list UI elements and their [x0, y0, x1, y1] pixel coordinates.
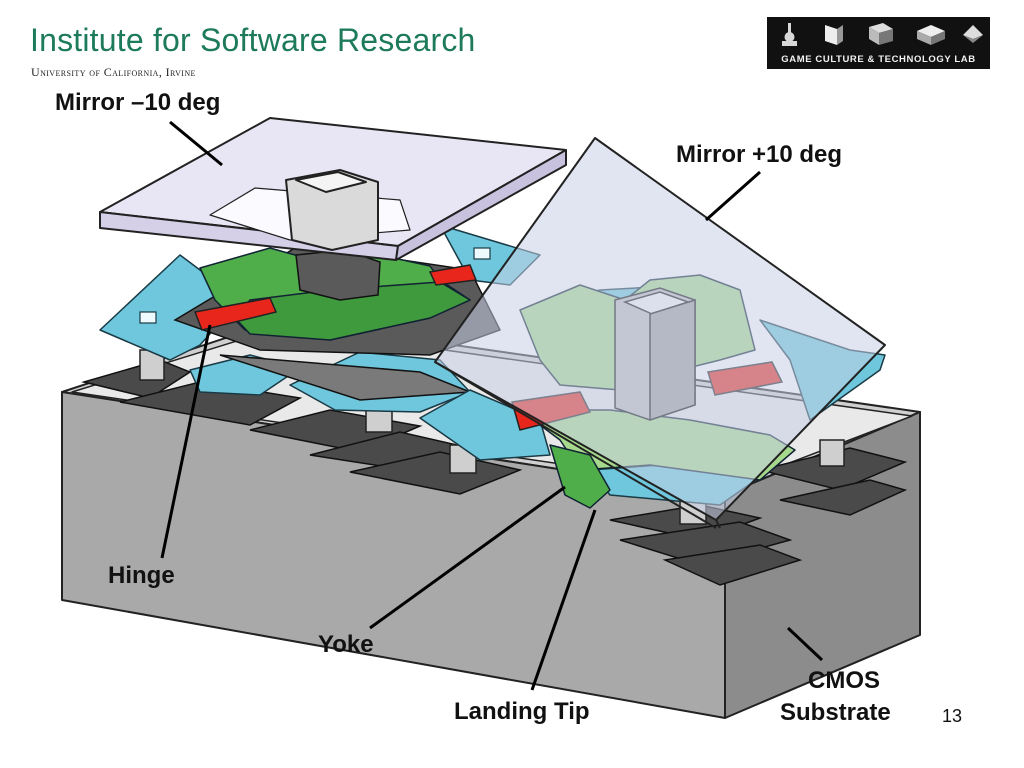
label-landing-tip: Landing Tip: [454, 698, 590, 725]
lab-logo-text: GAME CULTURE & TECHNOLOGY LAB: [781, 54, 976, 65]
hinge-leader: [160, 324, 212, 559]
striped-cube-icon: [869, 23, 893, 45]
landing-tip-leader: [530, 509, 597, 691]
mirror-plus-leader: [705, 170, 761, 222]
label-cmos: CMOS: [808, 667, 880, 694]
label-mirror-minus-10: Mirror –10 deg: [55, 89, 221, 116]
mirror-minus-10: [99, 117, 567, 261]
mirror-plus-10: [434, 137, 886, 529]
page-subtitle: University of California, Irvine: [31, 65, 196, 79]
label-mirror-plus-10: Mirror +10 deg: [676, 141, 843, 168]
mirror-minus-leader: [169, 120, 223, 167]
flat-cube-icon: [917, 25, 945, 45]
leader-lines: [160, 120, 824, 691]
label-yoke: Yoke: [318, 631, 374, 658]
page-number: 13: [942, 706, 963, 726]
lab-logo-icons: [782, 23, 983, 46]
yoke-leader: [369, 485, 566, 630]
left-hinges: [193, 264, 478, 331]
label-hinge: Hinge: [108, 562, 175, 589]
page-title: Institute for Software Research: [30, 22, 476, 58]
pawn-icon: [782, 23, 797, 46]
cmos-leader: [786, 626, 824, 662]
pyramid-icon: [963, 25, 983, 43]
lab-logo: GAME CULTURE & TECHNOLOGY LAB: [767, 17, 990, 69]
label-substrate: Substrate: [780, 699, 891, 726]
cube-icon: [825, 25, 843, 45]
